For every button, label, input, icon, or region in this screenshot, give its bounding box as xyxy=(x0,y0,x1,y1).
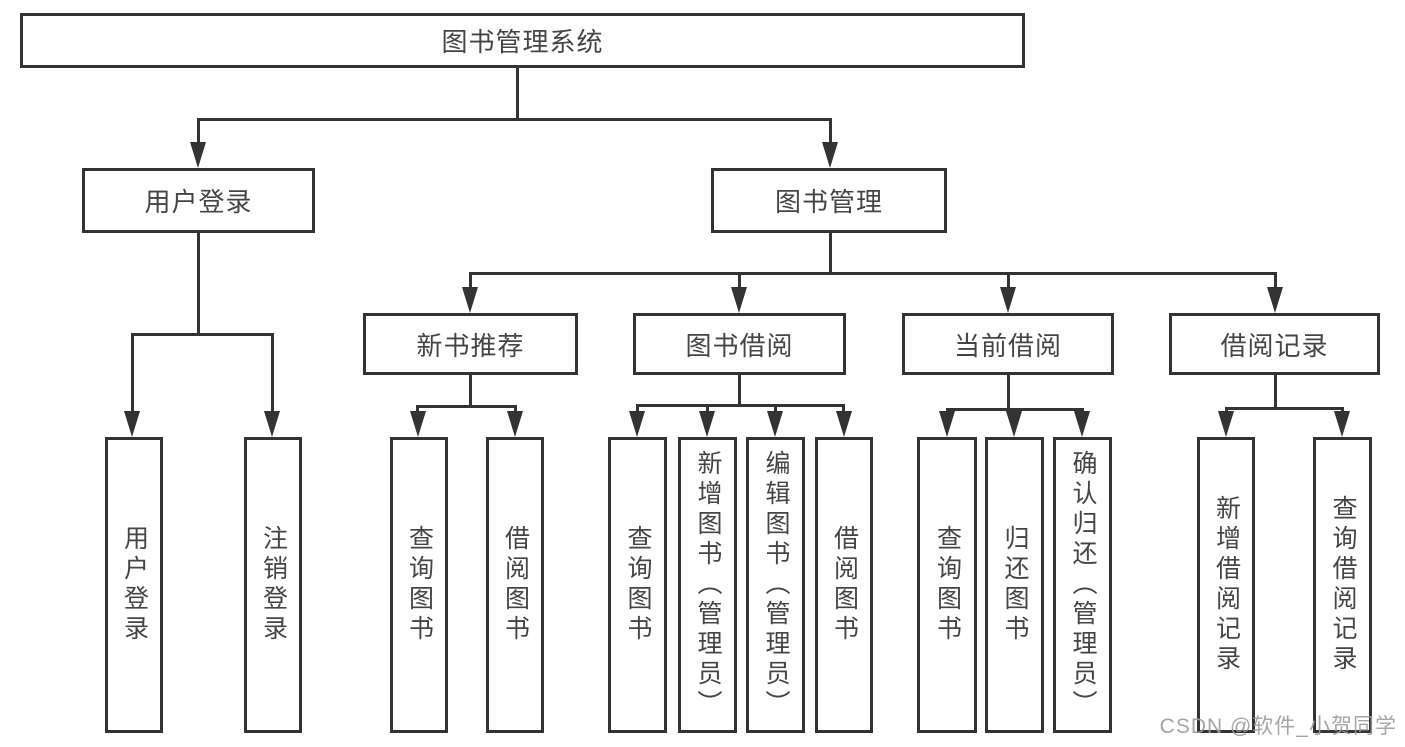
connector-line xyxy=(271,333,274,415)
connector-line xyxy=(706,404,709,414)
connector-line xyxy=(131,333,134,415)
leaf-label: 借阅图书 xyxy=(830,525,859,645)
arrow-down-icon xyxy=(1334,411,1350,437)
leaf-add-borrow-record: 新增借阅记录 xyxy=(1197,437,1255,733)
leaf-user-login: 用户登录 xyxy=(105,437,163,733)
connector-line xyxy=(131,333,274,336)
leaf-borrow-books-recommend: 借阅图书 xyxy=(486,437,544,733)
leaf-label: 归还图书 xyxy=(1001,525,1029,645)
connector-line xyxy=(197,231,200,336)
connector-line xyxy=(416,405,419,415)
leaf-query-books-borrowing: 查询图书 xyxy=(608,437,667,733)
arrow-down-icon xyxy=(731,287,747,313)
connector-line xyxy=(516,67,519,121)
arrow-down-icon xyxy=(836,411,852,437)
leaf-label: 编辑图书（管理员） xyxy=(762,450,790,720)
leaf-label: 查询借阅记录 xyxy=(1329,495,1357,675)
connector-line xyxy=(1225,407,1344,410)
node-label: 图书借阅 xyxy=(685,330,794,361)
connector-line xyxy=(514,405,517,415)
arrow-down-icon xyxy=(507,411,523,437)
arrow-down-icon xyxy=(1267,287,1283,313)
leaf-label: 用户登录 xyxy=(120,525,149,645)
connector-line xyxy=(1007,272,1010,290)
leaf-add-books-admin: 新增图书（管理员） xyxy=(678,437,737,733)
leaf-label: 查询图书 xyxy=(405,525,434,645)
node-library-management-system: 图书管理系统 xyxy=(20,13,1025,68)
node-label: 新书推荐 xyxy=(416,330,525,361)
connector-line xyxy=(416,405,517,408)
arrow-down-icon xyxy=(264,411,280,437)
leaf-label: 确认归还（管理员） xyxy=(1069,450,1097,720)
connector-line xyxy=(1007,373,1010,410)
arrow-down-icon xyxy=(699,411,715,437)
leaf-query-books-current: 查询图书 xyxy=(917,437,977,733)
arrow-down-icon xyxy=(1006,411,1022,437)
arrow-down-icon xyxy=(767,411,783,437)
arrow-down-icon xyxy=(410,411,426,437)
connector-line xyxy=(469,272,472,290)
connector-line xyxy=(774,404,777,414)
leaf-label: 新增图书（管理员） xyxy=(694,450,722,720)
leaf-logout-login: 注销登录 xyxy=(244,437,302,733)
node-user-login: 用户登录 xyxy=(82,168,315,233)
node-label: 图书管理 xyxy=(774,187,883,217)
arrow-down-icon xyxy=(1000,287,1016,313)
arrow-down-icon xyxy=(1218,411,1234,437)
connector-line xyxy=(197,118,200,145)
node-label: 当前借阅 xyxy=(953,330,1062,361)
connector-line xyxy=(842,404,845,414)
node-label: 图书管理系统 xyxy=(441,27,604,57)
connector-line xyxy=(469,373,472,408)
node-book-borrowing: 图书借阅 xyxy=(633,313,846,375)
leaf-query-borrow-record: 查询借阅记录 xyxy=(1313,437,1372,733)
node-borrowing-records: 借阅记录 xyxy=(1169,313,1380,375)
node-current-borrowing: 当前借阅 xyxy=(902,313,1114,375)
leaf-query-books-recommend: 查询图书 xyxy=(390,437,448,733)
leaf-label: 查询图书 xyxy=(933,525,962,645)
connector-line xyxy=(829,231,832,275)
arrow-down-icon xyxy=(462,287,478,313)
connector-line xyxy=(636,404,639,414)
arrow-down-icon xyxy=(939,411,955,437)
connector-line xyxy=(829,118,832,145)
arrow-down-icon xyxy=(1074,411,1090,437)
node-book-management: 图书管理 xyxy=(711,168,947,233)
connector-line xyxy=(197,118,832,121)
csdn-watermark: CSDN @软件_小贺同学 xyxy=(1159,715,1397,738)
leaf-label: 借阅图书 xyxy=(501,525,530,645)
node-new-book-recommendation: 新书推荐 xyxy=(363,313,578,375)
arrow-down-icon xyxy=(822,142,838,168)
leaf-label: 注销登录 xyxy=(259,525,288,645)
leaf-return-books: 归还图书 xyxy=(985,437,1044,733)
leaf-label: 新增借阅记录 xyxy=(1212,495,1241,675)
connector-line xyxy=(1274,373,1277,409)
leaf-confirm-return-admin: 确认归还（管理员） xyxy=(1053,437,1112,733)
connector-line xyxy=(738,373,741,406)
connector-line xyxy=(738,272,741,290)
node-label: 用户登录 xyxy=(144,187,253,217)
connector-line xyxy=(1274,272,1277,290)
connector-line xyxy=(636,404,845,407)
leaf-label: 查询图书 xyxy=(624,525,652,645)
connector-line xyxy=(469,272,1277,275)
arrow-down-icon xyxy=(124,411,140,437)
arrow-down-icon xyxy=(629,411,645,437)
node-label: 借阅记录 xyxy=(1220,330,1329,361)
arrow-down-icon xyxy=(190,142,206,168)
leaf-edit-books-admin: 编辑图书（管理员） xyxy=(746,437,805,733)
leaf-borrow-books-borrowing: 借阅图书 xyxy=(815,437,873,733)
